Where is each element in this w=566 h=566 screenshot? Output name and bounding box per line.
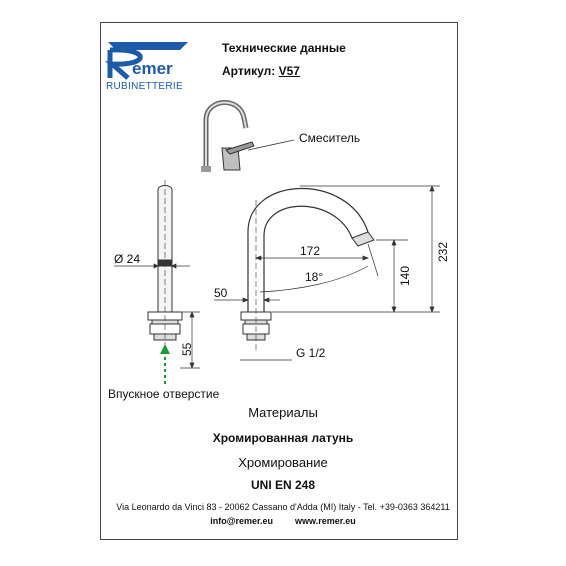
svg-text:emer: emer bbox=[132, 59, 173, 78]
dim-232: 232 bbox=[436, 241, 450, 262]
dim-50: 50 bbox=[214, 286, 228, 300]
page-title: Технические данные bbox=[222, 41, 346, 55]
materials-title: Материалы bbox=[248, 405, 318, 420]
dim-55: 55 bbox=[180, 342, 194, 356]
mixer-label: Смеситель bbox=[299, 131, 361, 145]
faucet-side-view bbox=[147, 180, 183, 346]
spec-sheet-frame bbox=[100, 22, 458, 540]
article-code: V57 bbox=[278, 64, 300, 78]
dim-thread: G 1/2 bbox=[296, 346, 326, 360]
dim-18-deg: 18° bbox=[305, 270, 324, 284]
article-label: Артикул: bbox=[222, 64, 276, 78]
footer-website[interactable]: www.remer.eu bbox=[295, 516, 356, 526]
dim-diameter: Ø 24 bbox=[114, 252, 141, 266]
article-line: Артикул: V57 bbox=[222, 64, 300, 78]
remer-logo-icon: emer bbox=[104, 42, 188, 80]
material-chrome: Хромирование bbox=[238, 455, 328, 470]
brand-subtitle: RUBINETTERIE bbox=[106, 81, 183, 92]
dim-140: 140 bbox=[398, 265, 412, 286]
height-55-dimension bbox=[180, 311, 200, 369]
mixer-leader-line bbox=[247, 139, 295, 151]
faucet-front-view bbox=[240, 187, 375, 350]
faucet-perspective-icon bbox=[201, 100, 255, 172]
footer-address: Via Leonardo da Vinci 83 - 20062 Cassano… bbox=[116, 502, 450, 512]
footer-contacts: info@remer.eu www.remer.eu bbox=[0, 516, 566, 526]
diameter-dimension bbox=[114, 263, 190, 269]
dimension-lines bbox=[214, 185, 440, 361]
inlet-arrow-icon bbox=[160, 344, 170, 384]
material-standard: UNI EN 248 bbox=[250, 478, 316, 492]
inlet-label: Впускное отверстие bbox=[108, 387, 220, 401]
footer-email[interactable]: info@remer.eu bbox=[210, 516, 274, 526]
dim-172: 172 bbox=[300, 244, 321, 258]
material-brass: Хромированная латунь bbox=[212, 431, 354, 445]
